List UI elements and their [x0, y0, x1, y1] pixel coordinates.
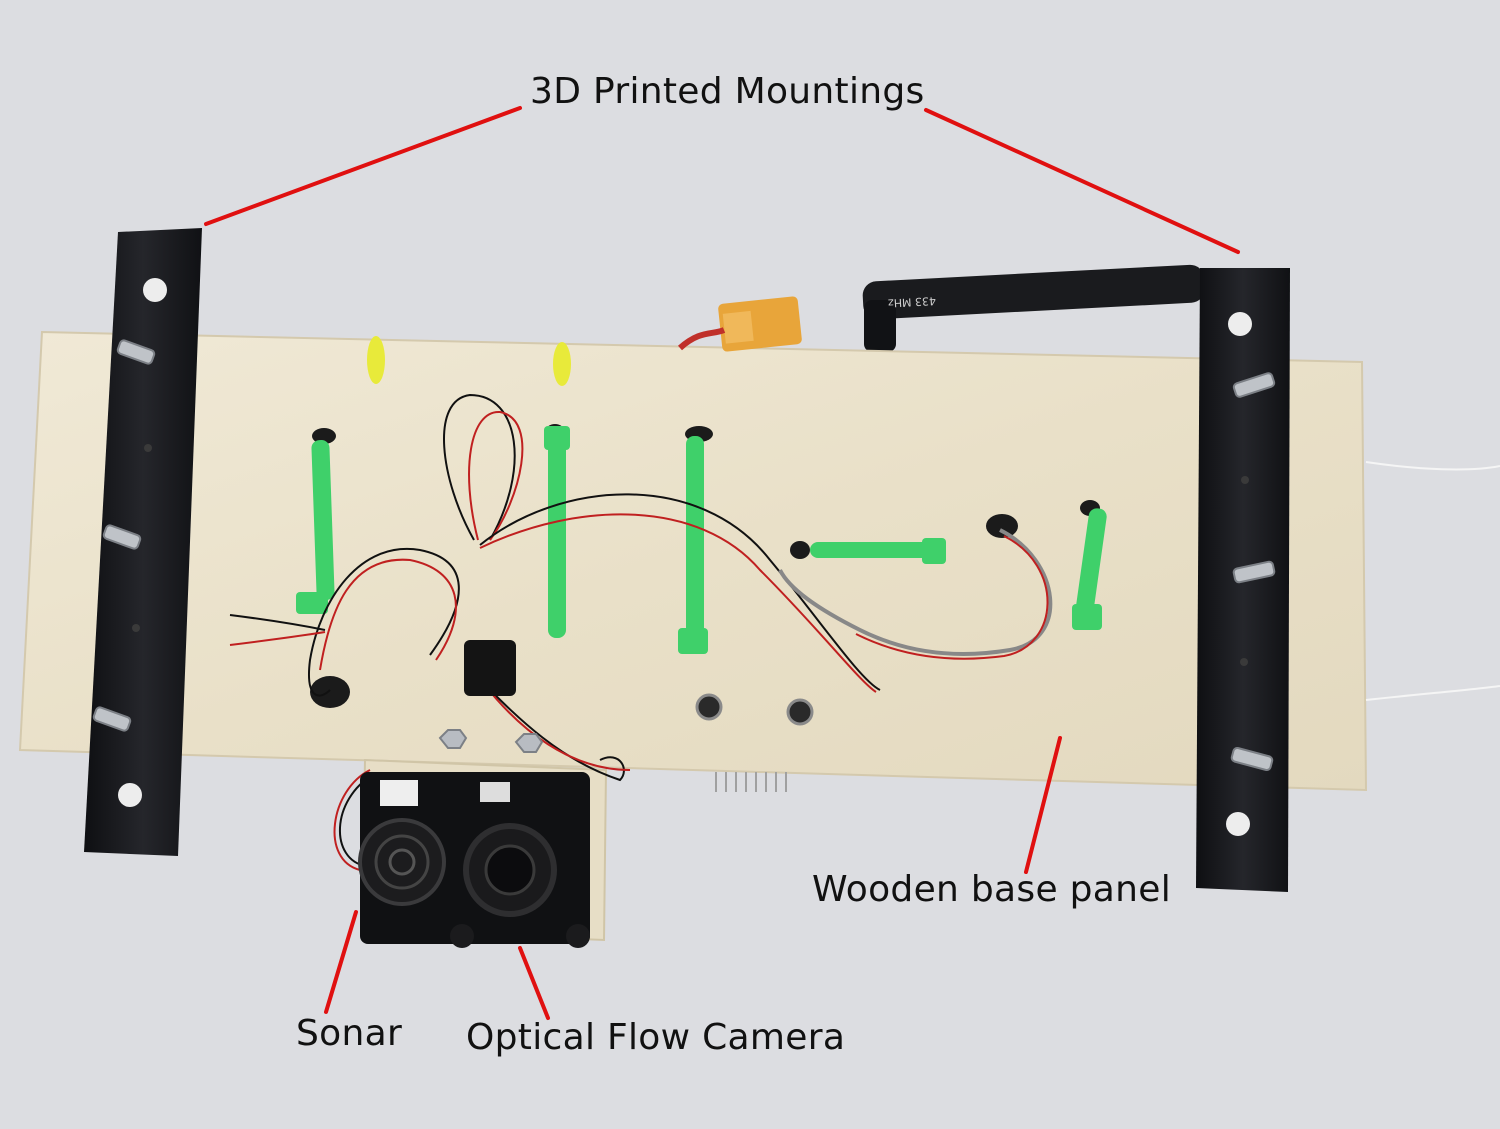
panel-nuts — [438, 729, 544, 753]
wiring — [229, 393, 1053, 871]
antenna: 433 MHz — [862, 264, 1205, 352]
green-zip-ties — [296, 426, 1107, 654]
optical-flow-board — [358, 772, 590, 948]
yellow-zip-tie — [553, 342, 571, 386]
label-wooden-base-panel: Wooden base panel — [812, 869, 1172, 910]
panel-button — [695, 693, 723, 721]
left-mounting-bar — [84, 228, 202, 856]
pointer-lines — [204, 106, 1240, 1020]
header-pins — [715, 772, 787, 792]
xt60-connector — [677, 296, 802, 352]
label-optical-flow-camera: Optical Flow Camera — [466, 1017, 846, 1058]
connector-block — [464, 640, 516, 696]
antenna-label: 433 MHz — [887, 294, 936, 310]
right-mounting-bar — [1196, 268, 1290, 892]
panel-button — [786, 698, 814, 726]
label-sonar: Sonar — [296, 1013, 403, 1054]
sonar-sensor — [358, 818, 446, 906]
yellow-zip-tie — [367, 336, 385, 384]
label-3d-printed-mountings: 3D Printed Mountings — [530, 71, 925, 112]
